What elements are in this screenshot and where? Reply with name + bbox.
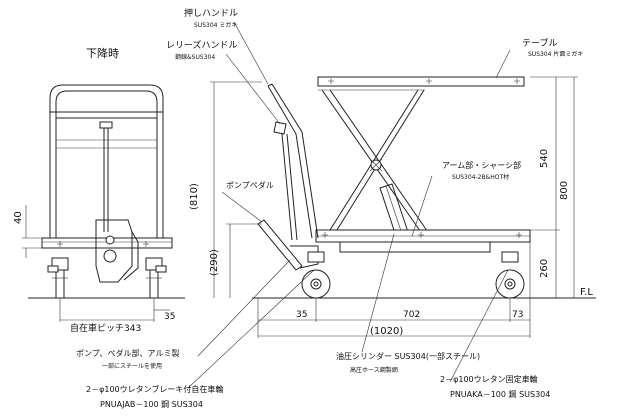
- front-caster-left: [47, 257, 69, 299]
- front-caster-right: [145, 257, 167, 299]
- side-caster-front: [301, 251, 331, 299]
- dim-810: (810): [189, 183, 200, 210]
- dim-260: 260: [539, 258, 550, 278]
- front-handle-inner: [55, 90, 158, 238]
- front-pump: [95, 219, 133, 283]
- side-dimensions: [210, 76, 578, 338]
- release-handle-label: レリーズハンドル: [166, 41, 238, 51]
- release-handle-material: 鋼線&SUS304: [175, 54, 216, 61]
- dim-702: 702: [403, 310, 421, 320]
- dim-540: 540: [539, 148, 550, 168]
- dim-35: 35: [296, 310, 308, 320]
- floor-line-label: F.L: [580, 287, 593, 298]
- dim-290: (290): [209, 249, 220, 276]
- arm-chassis-label: アーム部・シャーシ部: [442, 161, 522, 170]
- dim-1020: (1020): [370, 326, 404, 337]
- table-label: テーブル: [522, 39, 558, 49]
- front-handle-outer: [49, 84, 164, 238]
- side-handle-back: [271, 83, 319, 239]
- pump-pedal-label: ポンプペダル: [226, 181, 274, 190]
- arm-chassis-material: SUS304-2B&HOT材: [452, 174, 510, 181]
- side-pump-pedal: [257, 219, 303, 271]
- side-table-top: [317, 76, 525, 87]
- side-view: [252, 76, 596, 299]
- dim-73: 73: [512, 310, 524, 320]
- fixed-caster-model: PNUAKA－100 鋼 SUS304: [450, 390, 551, 399]
- dim-caster-pitch: 自在車ピッチ343: [70, 324, 142, 334]
- dim-800: 800: [559, 180, 570, 200]
- hose-note: 高圧ホース鋼製網: [350, 367, 398, 374]
- pump-aluminum-label: ポンプ、ペダル部、アルミ製: [76, 349, 180, 358]
- push-handle-label: 押しハンドル: [184, 9, 239, 19]
- side-handle-front: [267, 85, 313, 239]
- side-caster-rear: [495, 251, 525, 299]
- dim-40: 40: [13, 211, 24, 224]
- side-release-handle: [273, 121, 287, 135]
- pump-aluminum-note: 一部にスチールを使用: [102, 363, 163, 370]
- front-view: [22, 84, 185, 322]
- push-handle-material: SUS304 ミガキ: [194, 22, 238, 29]
- cylinder-label: 油圧シリンダー SUS304(一部スチール): [336, 352, 481, 361]
- view-label: 下降時: [86, 47, 119, 60]
- fixed-caster-label: 2－φ100ウレタン固定車輪: [440, 375, 538, 384]
- leader-lines: [187, 21, 511, 389]
- brake-caster-model: PNUAJAB－100 鋼 SUS304: [100, 400, 203, 409]
- dim-35-front: 35: [164, 312, 176, 322]
- table-material: SUS304 片面ミガキ: [528, 51, 584, 58]
- brake-caster-label: 2－φ100ウレタンブレーキ付自在車輪: [86, 385, 224, 394]
